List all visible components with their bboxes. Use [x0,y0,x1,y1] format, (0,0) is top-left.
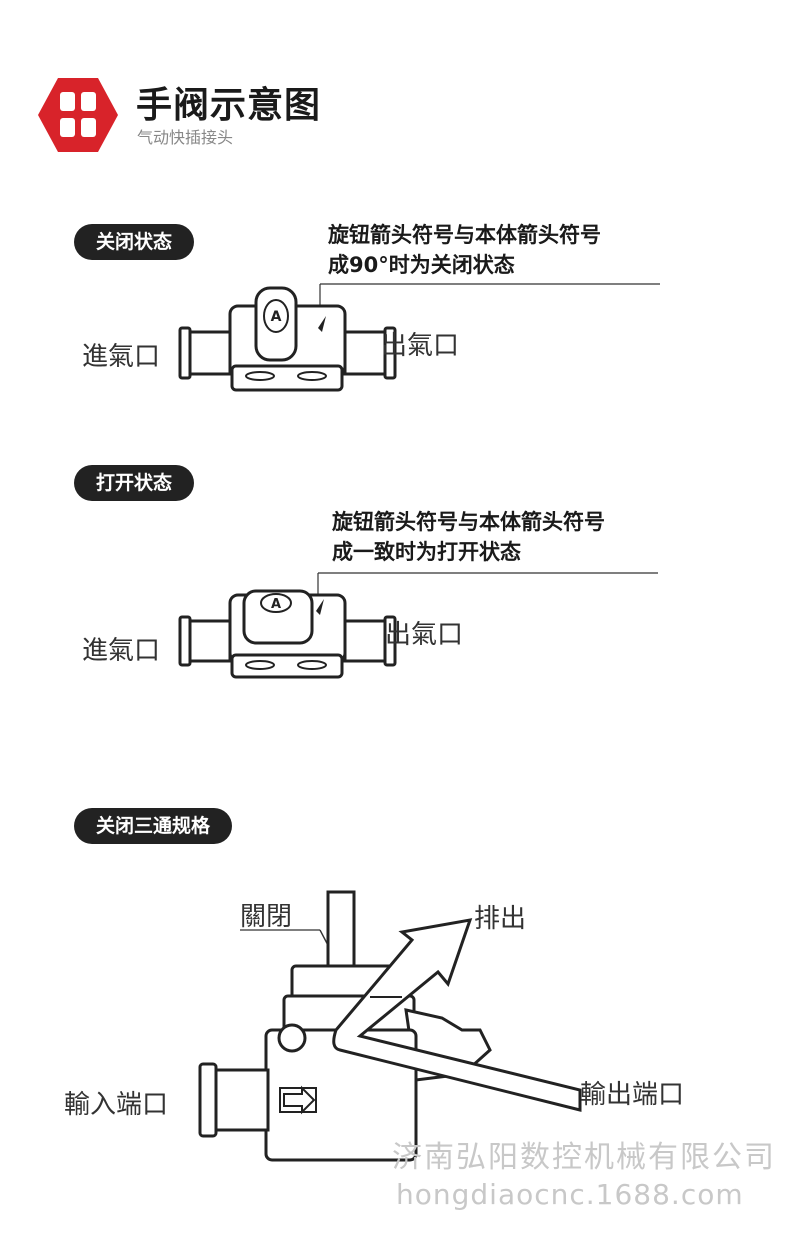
close-callout-label: 關閉 [240,902,293,932]
page-subtitle: 气动快插接头 [137,128,234,147]
closed-note-line1: 旋钮箭头符号与本体箭头符号 [328,223,601,247]
page-title: 手阀示意图 [136,85,322,126]
valve-closed-diagram: A [178,283,660,392]
closed-note: 旋钮箭头符号与本体箭头符号 成90°时为关闭状态 [328,220,601,280]
brand-logo-icon [38,78,118,152]
outlet-label-open: 出氣口 [385,620,464,650]
input-port-label: 輸入端口 [64,1090,169,1120]
open-note-line2: 成一致时为打开状态 [332,540,521,564]
exhaust-callout-label: 排出 [474,904,527,934]
inlet-label-open: 進氣口 [82,636,161,666]
closed-note-line2: 成90°时为关闭状态 [328,253,515,277]
watermark-url: hongdiaocnc.1688.com [396,1178,744,1211]
output-port-label: 輸出端口 [580,1080,685,1110]
open-note-line1: 旋钮箭头符号与本体箭头符号 [332,510,605,534]
inlet-label-closed: 進氣口 [82,342,161,372]
watermark-company: 济南弘阳数控机械有限公司 [392,1140,776,1175]
valve-open-diagram: A [178,572,658,679]
open-note: 旋钮箭头符号与本体箭头符号 成一致时为打开状态 [332,507,605,567]
outlet-label-closed: 出氣口 [381,331,460,361]
section-pill-three-way: 关闭三通规格 [74,808,233,844]
section-pill-closed: 关闭状态 [74,224,195,260]
knob-mark-closed: A [271,309,282,325]
three-way-valve-diagram [198,890,582,1162]
knob-mark-open: A [271,597,281,612]
section-pill-open: 打开状态 [74,465,195,501]
